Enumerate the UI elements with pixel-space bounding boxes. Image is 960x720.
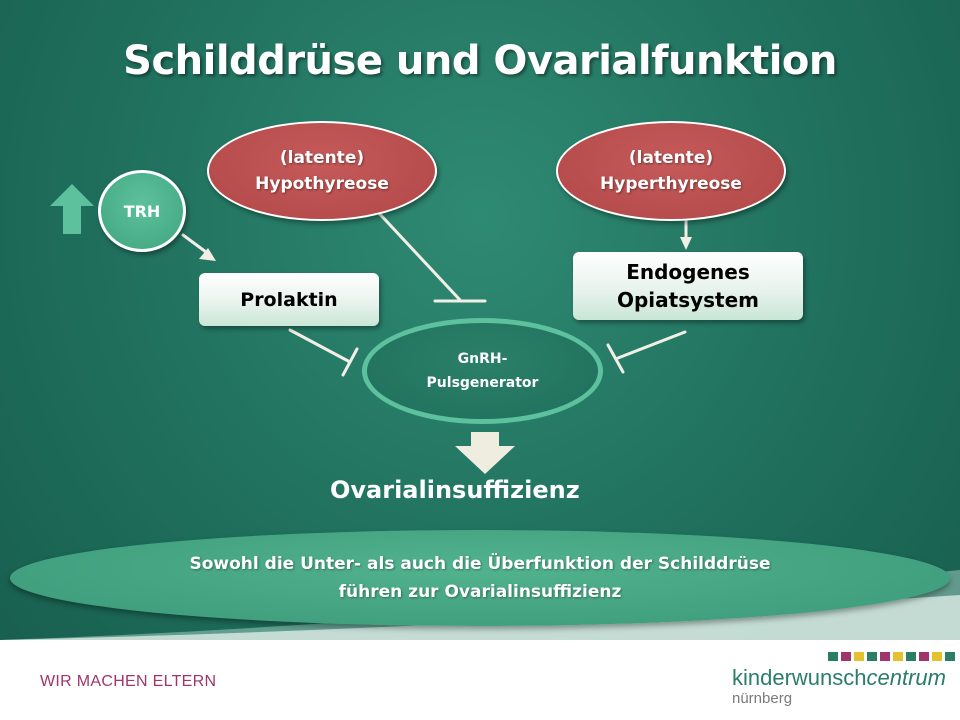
- opiat-inhibit-bar: [606, 343, 625, 374]
- trh-prolaktin-arrowhead: [199, 248, 216, 261]
- opiat-node: Endogenes Opiatsystem: [573, 252, 803, 320]
- down-arrow-icon: [455, 432, 515, 474]
- hyperthyreose-line2: Hyperthyreose: [600, 174, 742, 194]
- brand-bar-0: [828, 652, 838, 661]
- hypothyreose-line2: Hypothyreose: [255, 174, 389, 194]
- footer: WIR MACHEN ELTERN kinderwunschcentrum nü…: [0, 640, 960, 720]
- brand-name-italic: centrum: [866, 665, 946, 690]
- opiat-line2: Opiatsystem: [616, 288, 760, 312]
- trh-node: TRH: [98, 170, 186, 252]
- hyperthyreose-line1: (latente): [628, 148, 714, 168]
- opiat-line1: Endogenes: [626, 260, 750, 284]
- result-label: Ovarialinsuffizienz: [330, 476, 580, 504]
- brand-bar-8: [932, 652, 942, 661]
- hyper-opiat-arrowhead: [680, 237, 692, 250]
- brand-bar-7: [919, 652, 929, 661]
- brand-bar-3: [867, 652, 877, 661]
- brand-bar-9: [945, 652, 955, 661]
- brand-logo-bars: [828, 652, 955, 661]
- brand-bar-5: [893, 652, 903, 661]
- gnrh-line2: Pulsgenerator: [426, 375, 539, 391]
- opiat-inhibit-line: [616, 330, 687, 360]
- slide-title: Schilddrüse und Ovarialfunktion: [123, 38, 837, 84]
- brand-name: kinderwunschcentrum: [732, 665, 946, 691]
- prolaktin-inhibit-bar: [341, 347, 359, 377]
- hypothyreose-line1: (latente): [279, 148, 365, 168]
- gnrh-line1: GnRH-: [457, 351, 508, 367]
- trh-prolaktin-line: [181, 233, 208, 254]
- brand-bar-6: [906, 652, 916, 661]
- hypo-inhibit-line: [374, 208, 462, 302]
- prolaktin-node: Prolaktin: [199, 273, 379, 326]
- up-arrow-icon: [50, 184, 94, 234]
- brand-bar-2: [854, 652, 864, 661]
- brand-bar-4: [880, 652, 890, 661]
- summary-line2: führen zur Ovarialinsuffizienz: [338, 582, 622, 602]
- brand-bar-1: [841, 652, 851, 661]
- brand-name-regular: kinderwunsch: [732, 665, 867, 690]
- hypothyreose-node: (latente) Hypothyreose: [207, 121, 437, 221]
- gnrh-node: GnRH- Pulsgenerator: [362, 318, 603, 424]
- summary-banner: Sowohl die Unter- als auch die Überfunkt…: [10, 530, 950, 626]
- decorative-swoosh: [0, 570, 960, 640]
- brand-city: nürnberg: [732, 690, 793, 707]
- hyperthyreose-node: (latente) Hyperthyreose: [556, 121, 786, 221]
- summary-line1: Sowohl die Unter- als auch die Überfunkt…: [189, 554, 771, 574]
- prolaktin-inhibit-line: [288, 328, 352, 364]
- footer-slogan: WIR MACHEN ELTERN: [40, 673, 217, 690]
